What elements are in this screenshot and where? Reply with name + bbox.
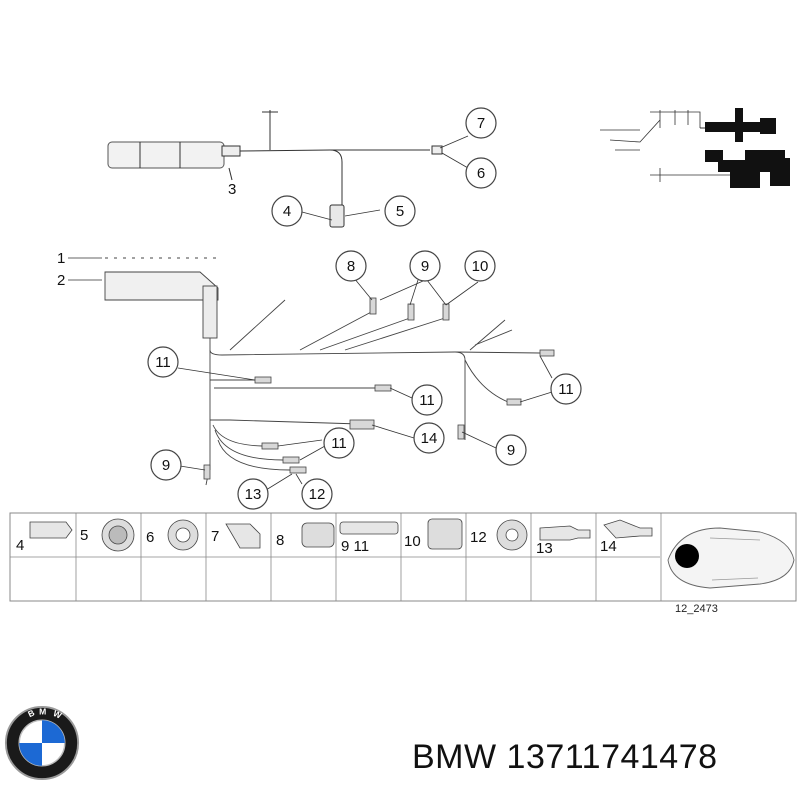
svg-text:10: 10 <box>472 258 489 275</box>
legend-label-8: 8 <box>276 532 284 549</box>
svg-text:8: 8 <box>347 258 355 275</box>
plain-labels: 3 1 2 <box>57 181 236 289</box>
diagram-code: 12_2473 <box>675 603 718 615</box>
legend-label-13: 13 <box>536 540 553 557</box>
callout-10: 10 <box>464 250 496 282</box>
caption-part-number: 13711741478 <box>506 738 718 776</box>
svg-text:6: 6 <box>477 165 485 182</box>
caption-brand: BMW <box>412 738 497 776</box>
label-2: 2 <box>57 272 65 289</box>
callouts: 7 6 4 5 8 9 10 11 11 11 11 14 9 9 13 12 <box>147 107 582 510</box>
legend-label-5: 5 <box>80 527 88 544</box>
callout-7: 7 <box>465 107 497 139</box>
legend-label-12: 12 <box>470 529 487 546</box>
svg-text:11: 11 <box>558 381 574 398</box>
svg-text:B: B <box>26 707 36 719</box>
svg-text:4: 4 <box>283 203 291 220</box>
callout-13: 13 <box>237 478 269 510</box>
legend-labels: 4 5 6 7 8 9 11 10 12 13 14 <box>16 527 617 557</box>
callout-9-right: 9 <box>495 434 527 466</box>
svg-text:9: 9 <box>162 457 170 474</box>
callout-4: 4 <box>271 195 303 227</box>
legend-label-9-11: 9 11 <box>341 538 369 555</box>
svg-text:M: M <box>39 707 46 717</box>
bmw-logo: B M W <box>4 705 80 781</box>
svg-text:14: 14 <box>421 430 438 447</box>
legend-label-14: 14 <box>600 538 617 555</box>
upper-harness <box>107 110 443 228</box>
part-caption: BMW 13711741478 <box>412 738 718 777</box>
label-3: 3 <box>228 181 236 198</box>
callout-11-right: 11 <box>550 373 582 405</box>
svg-text:11: 11 <box>331 435 347 452</box>
connectors <box>203 297 555 480</box>
car-silhouette-icon <box>667 527 795 589</box>
label-1: 1 <box>57 250 65 267</box>
callout-11-left: 11 <box>147 346 179 378</box>
callout-14: 14 <box>413 422 445 454</box>
leader-lines <box>177 135 553 491</box>
main-harness <box>104 257 541 486</box>
callout-9-top: 9 <box>409 250 441 282</box>
legend-table: 4 5 6 7 8 9 11 10 12 13 14 12_2473 <box>9 512 797 615</box>
svg-text:7: 7 <box>477 115 485 132</box>
svg-text:13: 13 <box>245 486 262 503</box>
inset-overview <box>600 108 790 188</box>
svg-text:12: 12 <box>309 486 326 503</box>
callout-12: 12 <box>301 478 333 510</box>
svg-text:11: 11 <box>419 392 435 409</box>
callout-9-left: 9 <box>150 449 182 481</box>
legend-label-6: 6 <box>146 529 154 546</box>
svg-text:11: 11 <box>155 354 171 371</box>
legend-label-10: 10 <box>404 533 421 550</box>
legend-sketches <box>29 518 653 552</box>
callout-8: 8 <box>335 250 367 282</box>
callout-11-lower: 11 <box>323 427 355 459</box>
svg-text:5: 5 <box>396 203 404 220</box>
callout-11-mid: 11 <box>411 384 443 416</box>
callout-5: 5 <box>384 195 416 227</box>
svg-text:9: 9 <box>421 258 429 275</box>
svg-text:9: 9 <box>507 442 515 459</box>
callout-6: 6 <box>465 157 497 189</box>
legend-label-4: 4 <box>16 537 24 554</box>
legend-label-7: 7 <box>211 528 219 545</box>
